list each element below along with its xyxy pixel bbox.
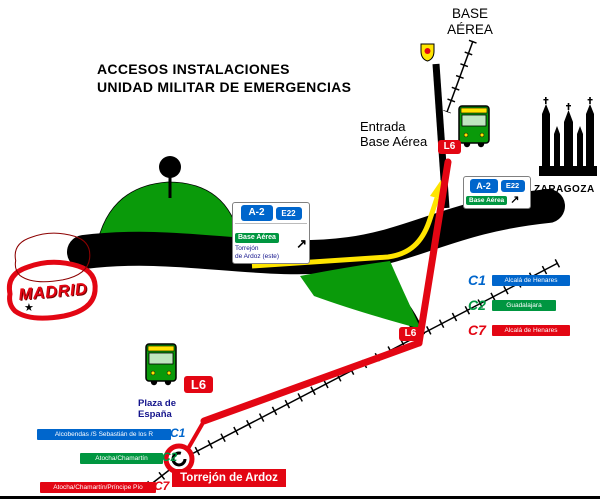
page-title: ACCESOS INSTALACIONES UNIDAD MILITAR DE … [97, 60, 351, 96]
c2-destination: Atocha/Chamartín [80, 453, 163, 464]
label-zaragoza: ZARAGOZA [534, 184, 595, 195]
bus-icon-plaza [145, 343, 177, 386]
label-base-aerea: BASE AÉREA [447, 6, 493, 37]
exit-name-pill: Base Aérea [466, 196, 508, 205]
a2-shield: A-2 [240, 205, 273, 221]
title-line-1: ACCESOS INSTALACIONES [97, 61, 290, 77]
exit-arrow-icon: ↗ [296, 236, 307, 252]
label-plaza-espana: Plaza de España [138, 398, 177, 421]
tree-icon [159, 156, 181, 198]
l6-bus-route [187, 158, 452, 449]
base-emblem-icon [420, 43, 435, 62]
c2-code: C2 [162, 450, 178, 464]
c1-code: C1 [468, 272, 486, 288]
c7-destination: Atocha/Chamartín/Príncipe Pío [40, 482, 156, 493]
c1-code: C1 [170, 426, 186, 440]
c7-code: C7 [154, 479, 170, 493]
exit-detail-2: de Ardoz (este) [235, 253, 280, 261]
motorway-a2 [67, 189, 565, 275]
label-entrada-base: Entrada Base Aérea [360, 119, 428, 149]
e-route-shield: E22 [275, 206, 302, 220]
c7-destination: Alcalá de Henares [492, 325, 570, 336]
l6-badge-plaza: L6 [184, 376, 213, 393]
railway-spur [443, 39, 477, 114]
terrain-hill [97, 181, 241, 241]
bottom-border [0, 496, 600, 499]
c2-destination: Guadalajara [492, 300, 556, 311]
exit-name-pill: Base Aérea [235, 233, 279, 243]
a2-shield: A-2 [469, 179, 498, 193]
terrain-median [300, 261, 421, 329]
c7-code: C7 [468, 322, 486, 338]
exit-sign-right: A-2 E22 Base Aérea ↗ [463, 176, 531, 209]
label-torrejon-banner: Torrejón de Ardoz [172, 469, 286, 487]
c2-code: C2 [468, 297, 486, 313]
c1-destination: Alcalá de Henares [492, 275, 570, 286]
title-line-2: UNIDAD MILITAR DE EMERGENCIAS [97, 79, 352, 96]
exit-sign-left: A-2 E22 Base Aérea Torrejón de Ardoz (es… [232, 202, 310, 265]
bus-icon-base [458, 105, 490, 148]
e-route-shield: E22 [500, 180, 525, 192]
star-icon: ★ [24, 302, 34, 314]
madrid-blob [6, 232, 98, 321]
exit-detail-1: Torrejón [235, 245, 259, 252]
exit-arrow-icon: ↗ [510, 194, 520, 206]
l6-badge-entrance: L6 [438, 140, 461, 154]
l6-badge-route: L6 [399, 327, 422, 341]
zaragoza-cathedral-icon [539, 97, 597, 176]
c1-destination: Alcobendas /S Sebastián de los R [37, 429, 171, 440]
